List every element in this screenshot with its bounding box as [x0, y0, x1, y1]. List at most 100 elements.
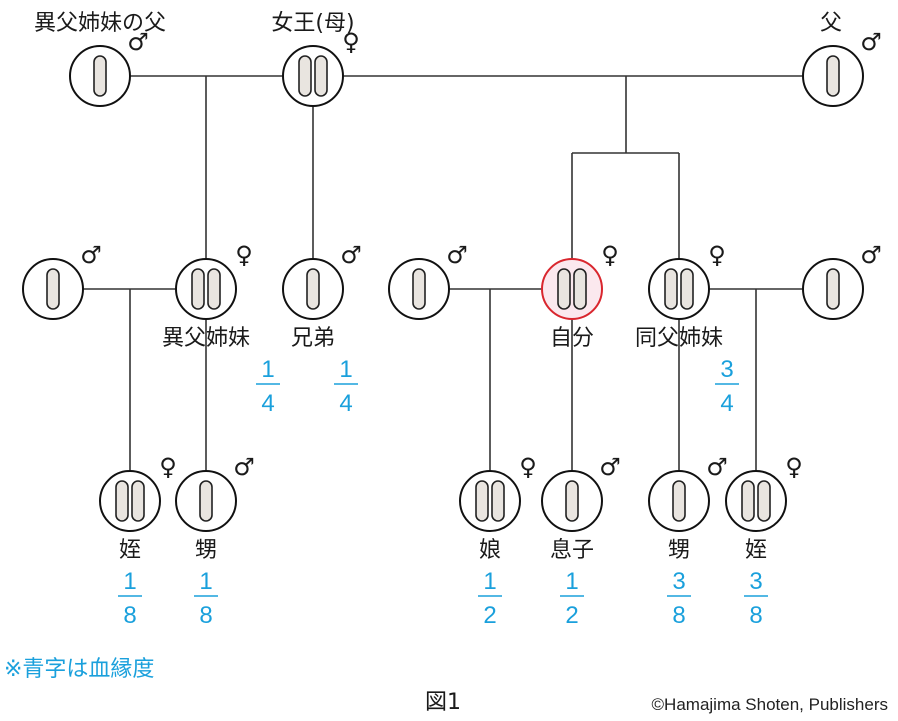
fraction-denominator: 8	[123, 602, 136, 629]
person-circle	[99, 470, 161, 532]
chromosome-set	[826, 268, 840, 310]
person-label: 兄弟	[291, 326, 335, 351]
chromosome-set	[306, 268, 320, 310]
male-symbol-icon: ♂	[860, 241, 882, 269]
person-label: 息子	[550, 538, 594, 563]
person-circle	[175, 258, 237, 320]
person-nephew-1: ♂甥18	[175, 453, 255, 629]
person-label: 女王(母)	[271, 11, 354, 36]
relatedness-fraction: 14	[334, 356, 358, 417]
chromosome-set	[757, 480, 771, 522]
person-circle	[459, 470, 521, 532]
person-father: ♂父	[802, 11, 882, 107]
relatedness-fraction: 34	[715, 356, 739, 417]
chromosome-set	[557, 268, 571, 310]
fraction-numerator: 1	[261, 356, 274, 383]
fraction-numerator: 1	[339, 356, 352, 383]
chromosome-set	[573, 268, 587, 310]
chromosome-set	[115, 480, 129, 522]
chromosome-set	[741, 480, 755, 522]
chromosome-set	[199, 480, 213, 522]
person-label: 異父姉妹の父	[34, 11, 166, 36]
chromosome-set	[412, 268, 426, 310]
male-symbol-icon: ♂	[340, 241, 362, 269]
male-symbol-icon: ♂	[860, 28, 882, 56]
person-label: 自分	[550, 326, 594, 351]
relatedness-fraction: 38	[667, 568, 691, 629]
chromosome-set	[680, 268, 694, 310]
person-label: 甥	[195, 538, 217, 563]
person-sister-mate: ♂	[802, 241, 882, 320]
chromosome-set	[298, 55, 312, 97]
person-label: 甥	[668, 538, 690, 563]
fraction-denominator: 8	[199, 602, 212, 629]
chromosome-set	[672, 480, 686, 522]
chromosome-set	[46, 268, 60, 310]
chromosome-set	[491, 480, 505, 522]
person-label: 姪	[119, 538, 141, 563]
person-daughter: ♀娘12	[459, 453, 537, 629]
fraction-numerator: 1	[123, 568, 136, 595]
person-queen: ♀女王(母)	[271, 11, 360, 107]
figure-label: 図1	[425, 690, 461, 715]
person-halfsis-mate: ♂	[22, 241, 102, 320]
fraction-denominator: 4	[339, 390, 352, 417]
chromosome-set	[565, 480, 579, 522]
fraction-numerator: 1	[483, 568, 496, 595]
fraction-denominator: 4	[261, 390, 274, 417]
person-label: 同父姉妹	[635, 326, 723, 351]
person-niece-1: ♀姪18	[99, 453, 177, 629]
male-symbol-icon: ♂	[706, 453, 728, 481]
fraction-denominator: 8	[749, 602, 762, 629]
self-circle	[541, 258, 603, 320]
chromosome-set	[826, 55, 840, 97]
male-symbol-icon: ♂	[446, 241, 468, 269]
female-symbol-icon: ♀	[519, 453, 537, 481]
male-symbol-icon: ♂	[599, 453, 621, 481]
relatedness-fraction: 12	[478, 568, 502, 629]
fraction-denominator: 4	[720, 390, 733, 417]
fraction-numerator: 3	[672, 568, 685, 595]
person-niece-2: ♀ 姪 38	[725, 453, 803, 629]
people-nodes: ♂異父姉妹の父♀女王(母)♂父♂♀異父姉妹14♂兄弟14♂♀自分♀同父姉妹34♂…	[22, 11, 882, 629]
person-label: 異父姉妹	[162, 326, 250, 351]
person-circle	[282, 45, 344, 107]
person-label: 父	[820, 11, 842, 36]
person-circle	[725, 470, 787, 532]
legend-note: ※青字は血縁度	[4, 657, 155, 682]
relatedness-fraction: 18	[118, 568, 142, 629]
fraction-denominator: 2	[565, 602, 578, 629]
fraction-denominator: 2	[483, 602, 496, 629]
fraction-numerator: 3	[720, 356, 733, 383]
chromosome-set	[314, 55, 328, 97]
chromosome-set	[207, 268, 221, 310]
chromosome-set	[475, 480, 489, 522]
chromosome-set	[664, 268, 678, 310]
person-nephew-2: ♂甥38	[648, 453, 728, 629]
credit-text: ©Hamajima Shoten, Publishers	[651, 695, 888, 714]
chromosome-set	[191, 268, 205, 310]
male-symbol-icon: ♂	[80, 241, 102, 269]
female-symbol-icon: ♀	[342, 28, 360, 56]
fraction-numerator: 1	[199, 568, 212, 595]
female-symbol-icon: ♀	[235, 241, 253, 269]
female-symbol-icon: ♀	[159, 453, 177, 481]
female-symbol-icon: ♀	[601, 241, 619, 269]
person-son: ♂ 息子 1 2	[541, 453, 621, 629]
fraction-denominator: 8	[672, 602, 685, 629]
relatedness-fraction: 14	[256, 356, 280, 417]
chromosome-set	[93, 55, 107, 97]
fraction-numerator: 1	[565, 568, 578, 595]
relatedness-fraction: 38	[744, 568, 768, 629]
female-symbol-icon: ♀	[785, 453, 803, 481]
male-symbol-icon: ♂	[127, 28, 149, 56]
female-symbol-icon: ♀	[708, 241, 726, 269]
person-halfsis-father: ♂異父姉妹の父	[34, 11, 166, 107]
person-circle	[648, 258, 710, 320]
person-label: 姪	[745, 538, 767, 563]
person-label: 娘	[479, 538, 501, 563]
